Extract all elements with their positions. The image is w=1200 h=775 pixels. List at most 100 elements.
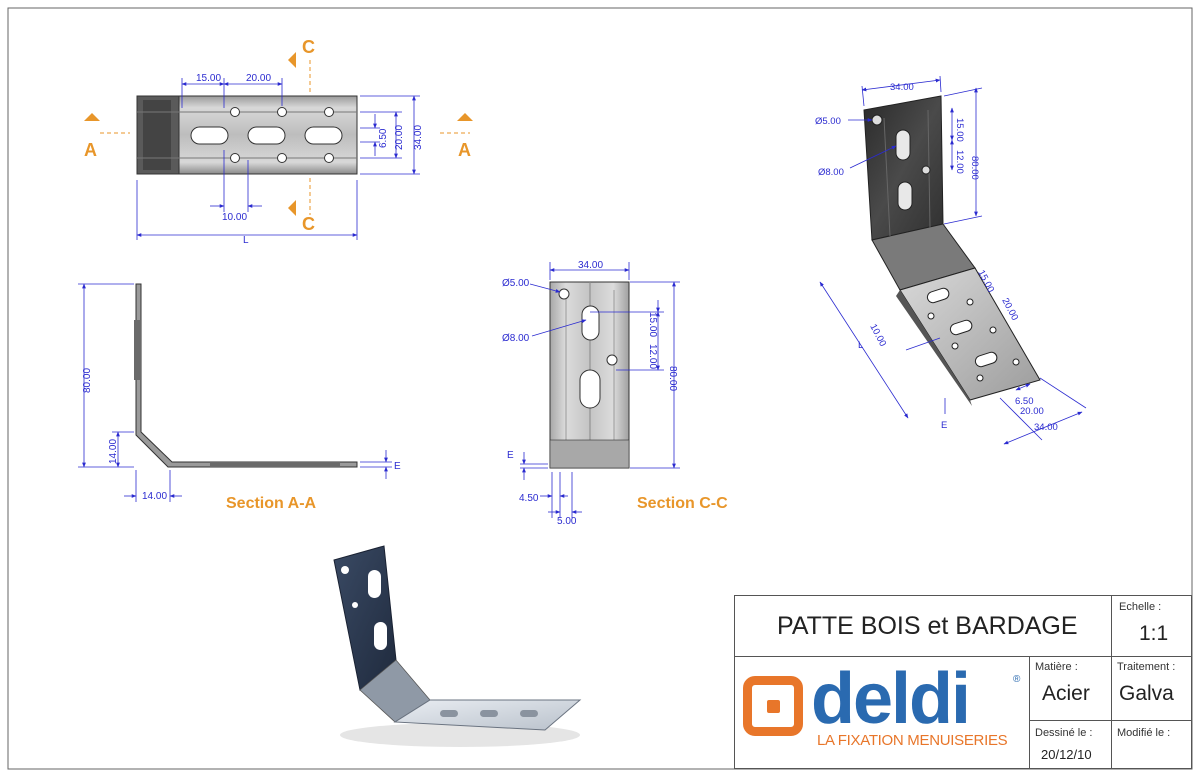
dim-cc-dia5: Ø5.00 bbox=[502, 278, 530, 289]
dim-cc-34: 34.00 bbox=[578, 260, 603, 271]
traitement-label: Traitement : bbox=[1117, 661, 1176, 673]
traitement-cell bbox=[1111, 656, 1192, 721]
iso-base-hole bbox=[976, 374, 984, 382]
drawing-title: PATTE BOIS et BARDAGE bbox=[777, 612, 1078, 640]
cut-label-a-left: A bbox=[84, 140, 97, 160]
section-aa-base-detail bbox=[210, 462, 340, 467]
dessine-value: 20/12/10 bbox=[1041, 747, 1092, 762]
section-cc-side-hole bbox=[606, 354, 618, 366]
dim-top-15: 15.00 bbox=[196, 73, 221, 84]
brand-tagline: LA FIXATION MENUISERIES bbox=[817, 732, 1008, 749]
logo-mark-square-icon bbox=[767, 700, 780, 713]
dim-top-L: L bbox=[243, 235, 249, 246]
echelle-label: Echelle : bbox=[1119, 601, 1162, 613]
iso-base-hole bbox=[989, 326, 997, 334]
top-hole bbox=[324, 153, 334, 163]
dim-iso-15: 15.00 bbox=[954, 118, 965, 142]
top-view: A A C C bbox=[84, 37, 473, 246]
iso-base-hole bbox=[951, 342, 959, 350]
render-base-slot bbox=[480, 710, 498, 717]
dim-aa-14v: 14.00 bbox=[108, 439, 119, 464]
section-cc-slot-top bbox=[581, 305, 600, 341]
dim-cc-500: 5.00 bbox=[557, 516, 577, 527]
matiere-label: Matière : bbox=[1035, 661, 1078, 673]
dim-top-20: 20.00 bbox=[246, 73, 271, 84]
iso-base-edge bbox=[896, 290, 972, 406]
product-render bbox=[333, 545, 582, 747]
top-hole bbox=[277, 107, 287, 117]
echelle-value: 1:1 bbox=[1139, 622, 1169, 645]
render-base-slot bbox=[440, 710, 458, 717]
cut-label-a-right: A bbox=[458, 140, 471, 160]
brand-name: deldi bbox=[811, 659, 971, 739]
title-block: PATTE BOIS et BARDAGE Echelle : 1:1 deld… bbox=[734, 595, 1192, 769]
dim-top-10: 10.00 bbox=[222, 212, 247, 223]
isometric-view: 34.00 Ø5.00 Ø8.00 15.00 12.00 80.00 15.0… bbox=[815, 75, 1087, 445]
section-aa-profile bbox=[135, 283, 358, 468]
render-hole bbox=[341, 566, 349, 574]
dim-cc-12: 12.00 bbox=[647, 344, 658, 369]
dim-iso-E: E bbox=[941, 420, 947, 431]
top-view-flange-shade bbox=[143, 100, 171, 170]
section-aa-view: 80.00 14.00 14.00 E Section A-A bbox=[78, 283, 401, 512]
top-hole bbox=[230, 153, 240, 163]
render-slot bbox=[374, 622, 387, 650]
dim-cc-E: E bbox=[507, 450, 514, 461]
cut-arrow-a-left bbox=[84, 113, 100, 121]
dim-cc-15: 15.00 bbox=[647, 312, 658, 337]
dim-cc-dia8: Ø8.00 bbox=[502, 333, 530, 344]
matiere-value: Acier bbox=[1042, 682, 1090, 705]
top-slot bbox=[190, 126, 229, 145]
dim-aa-14h: 14.00 bbox=[142, 491, 167, 502]
dim-aa-80: 80.00 bbox=[82, 368, 93, 393]
top-slot bbox=[247, 126, 286, 145]
iso-side-hole bbox=[921, 165, 931, 175]
dessine-label: Dessiné le : bbox=[1035, 727, 1093, 739]
iso-slot bbox=[897, 181, 913, 211]
dim-iso-80: 80.00 bbox=[969, 156, 980, 180]
iso-slot bbox=[895, 129, 911, 161]
dessine-cell bbox=[1029, 720, 1112, 769]
section-cc-slot-bottom bbox=[579, 369, 601, 409]
iso-small-hole bbox=[871, 114, 883, 126]
top-hole bbox=[324, 107, 334, 117]
cut-arrow-c-bottom bbox=[288, 200, 296, 216]
top-slot bbox=[304, 126, 343, 145]
dim-iso-12: 12.00 bbox=[954, 150, 965, 174]
iso-base-slot bbox=[926, 287, 950, 304]
section-cc-bend-zone bbox=[549, 439, 630, 469]
dim-iso-10: 10.00 bbox=[867, 322, 888, 348]
section-cc-small-hole bbox=[558, 288, 570, 300]
dim-iso-650: 6.50 bbox=[1015, 396, 1034, 407]
deldi-logo: deldi ® bbox=[741, 659, 1031, 742]
traitement-value: Galva bbox=[1119, 682, 1174, 705]
dim-cc-80: 80.00 bbox=[667, 366, 678, 391]
top-hole bbox=[277, 153, 287, 163]
dim-iso-L: L bbox=[858, 340, 863, 351]
iso-base-slot bbox=[974, 351, 998, 368]
cut-label-c-bottom: C bbox=[302, 214, 315, 234]
dim-cc-450: 4.50 bbox=[519, 493, 539, 504]
matiere-cell bbox=[1029, 656, 1112, 721]
modifie-label: Modifié le : bbox=[1117, 727, 1171, 739]
cut-arrow-a-right bbox=[457, 113, 473, 121]
dim-iso-dia8: Ø8.00 bbox=[818, 167, 844, 178]
render-hole bbox=[352, 602, 358, 608]
dim-iso-20b: 20.00 bbox=[1020, 406, 1044, 417]
iso-base-slot bbox=[949, 319, 973, 336]
section-cc-label: Section C-C bbox=[637, 495, 728, 512]
iso-base-plate bbox=[899, 267, 1041, 401]
render-base-slot bbox=[520, 710, 538, 717]
section-aa-flange-detail bbox=[134, 320, 141, 380]
iso-base-hole bbox=[927, 312, 935, 320]
iso-base-hole bbox=[1012, 358, 1020, 366]
dim-iso-34-top: 34.00 bbox=[890, 82, 914, 93]
dim-iso-dia5: Ø5.00 bbox=[815, 116, 841, 127]
cut-label-c-top: C bbox=[302, 37, 315, 57]
title-cell bbox=[735, 596, 1112, 657]
sheet-border bbox=[7, 7, 1193, 770]
brand-registered: ® bbox=[1013, 674, 1021, 685]
logo-mark-icon bbox=[743, 676, 803, 736]
cut-arrow-c-top bbox=[288, 52, 296, 68]
